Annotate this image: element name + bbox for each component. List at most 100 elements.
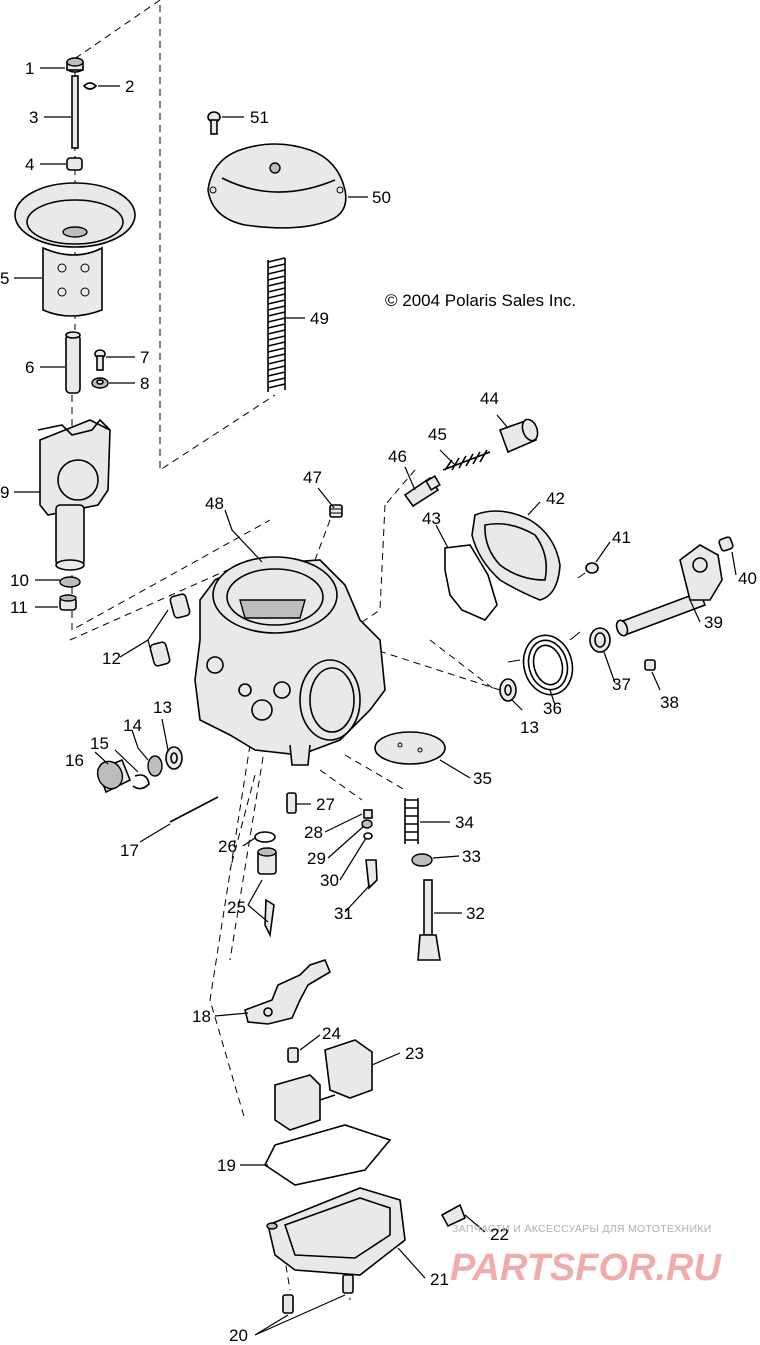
needle-jet-part-25 xyxy=(257,847,277,938)
callout-19: 19 xyxy=(217,1156,236,1175)
cover-part-42 xyxy=(471,510,561,601)
washer-part-29 xyxy=(361,819,373,829)
copyright-text: © 2004 Polaris Sales Inc. xyxy=(385,291,576,310)
bushing-part-37 xyxy=(589,627,611,653)
callout-24: 24 xyxy=(322,1024,341,1043)
callout-5: 5 xyxy=(0,269,9,288)
screw-part-24 xyxy=(287,1047,299,1063)
callout-43: 43 xyxy=(422,509,441,528)
seal-part-13a xyxy=(165,746,183,770)
plugs-part-12 xyxy=(149,593,191,667)
throttle-slide-part-9 xyxy=(37,418,111,571)
plug-part-22 xyxy=(440,1203,467,1228)
callout-25: 25 xyxy=(227,898,246,917)
callout-48: 48 xyxy=(205,494,224,513)
callout-22: 22 xyxy=(490,1225,509,1244)
plug-part-47 xyxy=(329,504,343,518)
callout-34: 34 xyxy=(455,813,474,832)
screw-part-11 xyxy=(59,594,77,611)
gasket-part-43 xyxy=(444,544,498,621)
callout-labels: 1 2 3 4 5 6 7 8 9 10 11 12 13 13 14 15 1… xyxy=(0,59,757,1345)
carburetor-body-part-48 xyxy=(194,556,386,766)
top-cover-part-50 xyxy=(207,143,347,229)
washer-part-14 xyxy=(147,755,163,777)
spring-part-34 xyxy=(404,798,419,844)
callout-51: 51 xyxy=(250,108,269,127)
callout-8: 8 xyxy=(140,374,149,393)
callout-45: 45 xyxy=(428,425,447,444)
screw-part-7 xyxy=(94,349,106,371)
screws-part-20 xyxy=(282,1274,354,1314)
cap-part-16 xyxy=(96,758,132,794)
callout-33: 33 xyxy=(462,847,481,866)
seal-part-13b xyxy=(499,678,517,702)
cap-part-44 xyxy=(498,418,539,454)
jet-part-27 xyxy=(286,792,297,814)
callout-3: 3 xyxy=(29,108,38,127)
spring-part-28 xyxy=(363,809,373,819)
spring-part-45 xyxy=(442,449,491,471)
callout-38: 38 xyxy=(660,693,679,712)
callout-35: 35 xyxy=(473,769,492,788)
plunger-part-46 xyxy=(403,475,441,508)
callout-14: 14 xyxy=(123,716,142,735)
callout-7: 7 xyxy=(140,348,149,367)
callout-39: 39 xyxy=(704,613,723,632)
shaft-part-39 xyxy=(615,544,723,637)
screw-part-51 xyxy=(207,111,221,135)
callout-18: 18 xyxy=(192,1007,211,1026)
callout-6: 6 xyxy=(25,358,34,377)
callout-10: 10 xyxy=(10,571,29,590)
callout-12: 12 xyxy=(102,649,121,668)
washer-part-8 xyxy=(91,377,109,389)
callout-28: 28 xyxy=(304,823,323,842)
watermark-brand: PARTSFOR.RU xyxy=(450,1247,722,1289)
callout-23: 23 xyxy=(405,1044,424,1063)
oring-part-30 xyxy=(363,832,373,840)
callout-21: 21 xyxy=(430,1270,449,1289)
washer-part-33 xyxy=(411,853,433,867)
clip-part-15 xyxy=(132,774,150,790)
spring-part-49 xyxy=(267,257,286,392)
watermark-tagline: ЗАПЧАСТИ И АКСЕССУАРЫ ДЛЯ МОТОТЕХНИКИ xyxy=(452,1223,712,1235)
callout-13-right: 13 xyxy=(520,718,539,737)
callout-41: 41 xyxy=(612,528,631,547)
spacer-part-4 xyxy=(66,157,83,171)
callout-15: 15 xyxy=(90,734,109,753)
screw-part-32 xyxy=(417,879,441,961)
callout-11: 11 xyxy=(10,598,28,617)
callout-27: 27 xyxy=(316,795,335,814)
needle-part-17 xyxy=(169,796,219,823)
diaphragm-part-5 xyxy=(14,182,136,317)
callout-16: 16 xyxy=(65,751,84,770)
leader-lines xyxy=(14,67,737,1336)
oring-part-26 xyxy=(254,831,276,843)
callout-46: 46 xyxy=(388,447,407,466)
callout-9: 9 xyxy=(0,483,9,502)
screw-part-40 xyxy=(718,536,734,552)
callout-1: 1 xyxy=(25,59,34,78)
callout-30: 30 xyxy=(320,871,339,890)
spring-part-36 xyxy=(507,631,581,696)
jet-needle-part-3 xyxy=(71,75,79,149)
callout-17: 17 xyxy=(120,841,139,860)
screw-part-31 xyxy=(365,859,378,890)
callout-37: 37 xyxy=(612,675,631,694)
callout-26: 26 xyxy=(218,837,237,856)
cap-nut-part-1 xyxy=(66,57,84,73)
callout-2: 2 xyxy=(125,77,134,96)
screw-part-41 xyxy=(577,562,599,579)
callout-49: 49 xyxy=(310,309,329,328)
callout-4: 4 xyxy=(25,155,34,174)
guide-part-6 xyxy=(65,331,81,394)
oring-part-10 xyxy=(59,576,81,588)
gasket-part-19 xyxy=(263,1124,392,1186)
nut-part-38 xyxy=(644,659,656,671)
callout-36: 36 xyxy=(543,699,562,718)
callout-29: 29 xyxy=(307,849,326,868)
float-part-23 xyxy=(274,1039,373,1131)
callout-13-left: 13 xyxy=(153,698,172,717)
callout-31: 31 xyxy=(334,904,353,923)
